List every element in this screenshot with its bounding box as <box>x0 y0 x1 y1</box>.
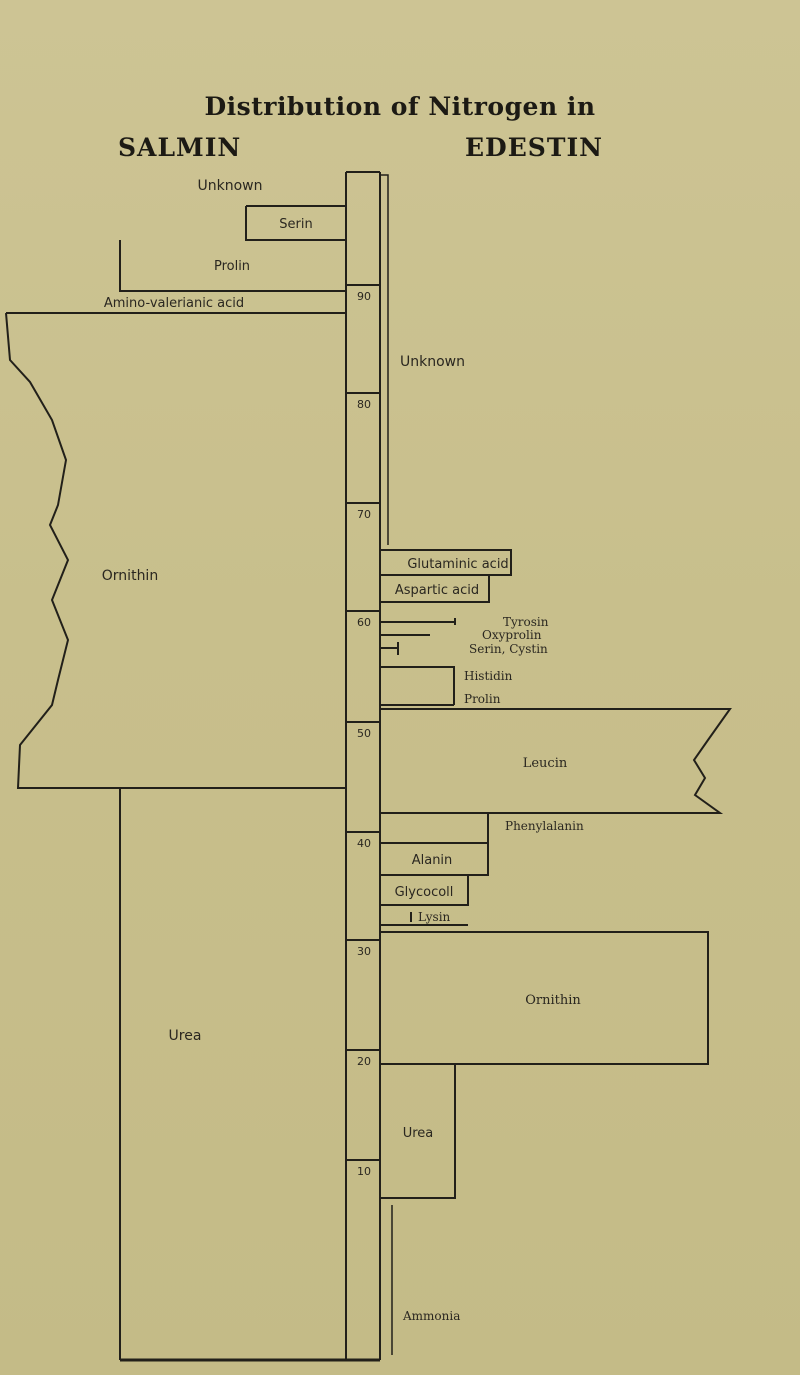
edestin-aspartic-label: Aspartic acid <box>395 583 479 598</box>
edestin-leucin-region <box>380 708 732 814</box>
edestin-title: EDESTIN <box>465 133 603 162</box>
salmin-ornithin-region <box>5 312 346 789</box>
tick-label-50: 50 <box>357 727 371 740</box>
edestin-leucin-label: Leucin <box>523 756 568 771</box>
tick-label-10: 10 <box>357 1165 371 1178</box>
edestin-serin-cystin-label: Serin, Cystin <box>469 642 548 656</box>
diagram-lines <box>5 171 732 1362</box>
tick-label-60: 60 <box>357 616 371 629</box>
tick-label-40: 40 <box>357 837 371 850</box>
salmin-ornithin-label: Ornithin <box>102 568 158 584</box>
edestin-ornithin-label: Ornithin <box>525 993 581 1008</box>
tick-label-90: 90 <box>357 290 371 303</box>
page-title: Distribution of Nitrogen in <box>204 92 596 121</box>
salmin-unknown-label: Unknown <box>198 178 263 194</box>
edestin-lysin-label: Lysin <box>418 910 451 924</box>
edestin-urea-label: Urea <box>403 1126 434 1141</box>
tick-label-20: 20 <box>357 1055 371 1068</box>
edestin-ornithin-box <box>380 931 709 1065</box>
edestin-histidin-label: Histidin <box>464 669 513 683</box>
edestin-phenyl-line <box>380 812 489 843</box>
edestin-phenylalanin-label: Phenylalanin <box>505 819 584 833</box>
edestin-tyrosin-label: Tyrosin <box>503 615 549 629</box>
edestin-glycocoll-box <box>380 875 469 906</box>
salmin-title: SALMIN <box>118 133 242 162</box>
salmin-prolin-box <box>119 240 346 292</box>
edestin-oxyprolin-label: Oxyprolin <box>482 628 542 642</box>
edestin-unknown-label: Unknown <box>400 354 465 370</box>
salmin-serin-box <box>245 206 346 241</box>
tick-label-30: 30 <box>357 945 371 958</box>
salmin-urea-label: Urea <box>169 1028 202 1044</box>
edestin-glycocoll-label: Glycocoll <box>395 885 454 900</box>
tick-label-80: 80 <box>357 398 371 411</box>
tick-label-70: 70 <box>357 508 371 521</box>
scale-tick-labels: 90 80 70 60 50 40 30 20 10 <box>357 290 371 1178</box>
edestin-unknown-bracket <box>380 174 389 545</box>
edestin-prolin-label: Prolin <box>464 692 501 706</box>
edestin-histidin-box <box>380 666 455 705</box>
edestin-urea-box <box>380 1064 456 1199</box>
edestin-ammonia-label: Ammonia <box>402 1309 460 1323</box>
edestin-alanin-box <box>380 842 489 876</box>
salmin-serin-label: Serin <box>279 217 312 232</box>
edestin-aspartic-box <box>380 574 490 603</box>
edestin-alanin-label: Alanin <box>412 853 453 868</box>
edestin-glutaminic-label: Glutaminic acid <box>407 557 508 572</box>
salmin-prolin-label: Prolin <box>214 259 250 274</box>
salmin-amino-valerianic-label: Amino-valerianic acid <box>104 296 244 311</box>
